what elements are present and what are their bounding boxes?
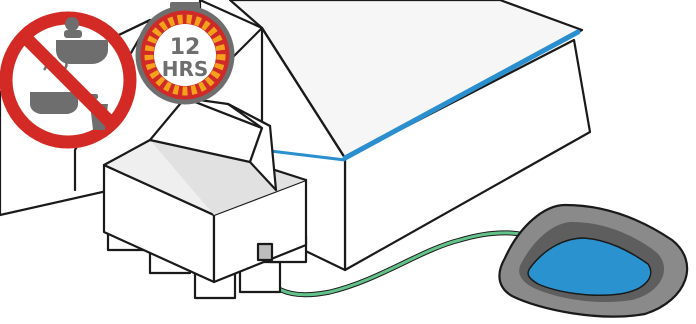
timer-hours-unit: HRS: [162, 57, 209, 81]
prohibition-sign: [6, 17, 130, 142]
tank-tap: [258, 244, 272, 260]
garden-pond: [499, 205, 687, 317]
